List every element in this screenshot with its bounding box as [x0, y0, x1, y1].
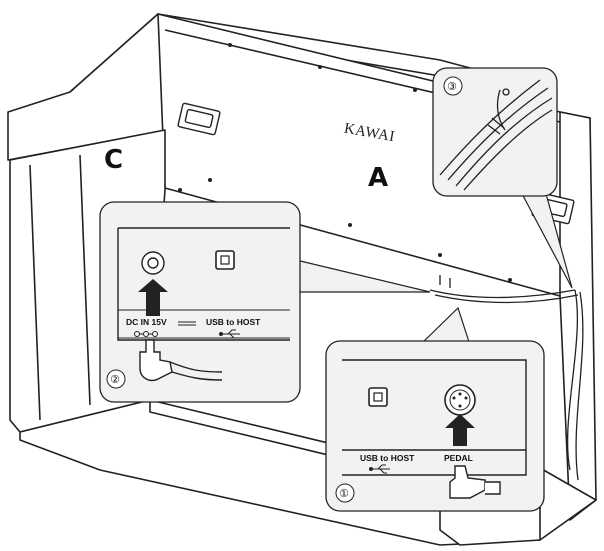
pedal-label: PEDAL — [444, 453, 473, 463]
callout-2-number-circle — [106, 369, 126, 389]
callout-1-pedal: USB to HOST PEDAL ① — [325, 306, 545, 512]
cables — [429, 275, 584, 481]
part-label-a: A — [368, 163, 388, 193]
insert-arrow-2 — [138, 279, 168, 316]
callout-3-box — [432, 67, 558, 197]
usb-host-label-1: USB to HOST — [360, 453, 415, 463]
callout-2-number: ② — [110, 373, 120, 386]
part-label-c: C — [104, 145, 123, 175]
insert-arrow-1 — [445, 414, 475, 446]
left-panel-inner — [29, 154, 91, 421]
pedal-plug — [449, 465, 501, 499]
callout-3-number: ③ — [447, 80, 457, 93]
usb-icon-1 — [369, 464, 390, 474]
callout-3-number-circle — [443, 76, 463, 96]
callout-1-number-circle — [335, 483, 355, 503]
dc-plug — [139, 339, 223, 382]
callout-2-box — [99, 201, 301, 403]
jack-panel-1 — [342, 359, 527, 476]
callout-1-box — [325, 340, 545, 512]
polarity-icon — [134, 331, 158, 337]
callout-3-cable-tie: ③ — [432, 67, 573, 289]
jack-panel-2 — [117, 227, 290, 341]
dc-in-label: DC IN 15V — [126, 317, 167, 327]
callout-1-number: ① — [339, 487, 349, 500]
usb-host-label-2: USB to HOST — [206, 317, 261, 327]
usb-icon-2 — [219, 329, 240, 339]
top-lid — [69, 13, 471, 93]
callout-2-dc-in: DC IN 15V USB to HOST ② — [99, 201, 431, 403]
